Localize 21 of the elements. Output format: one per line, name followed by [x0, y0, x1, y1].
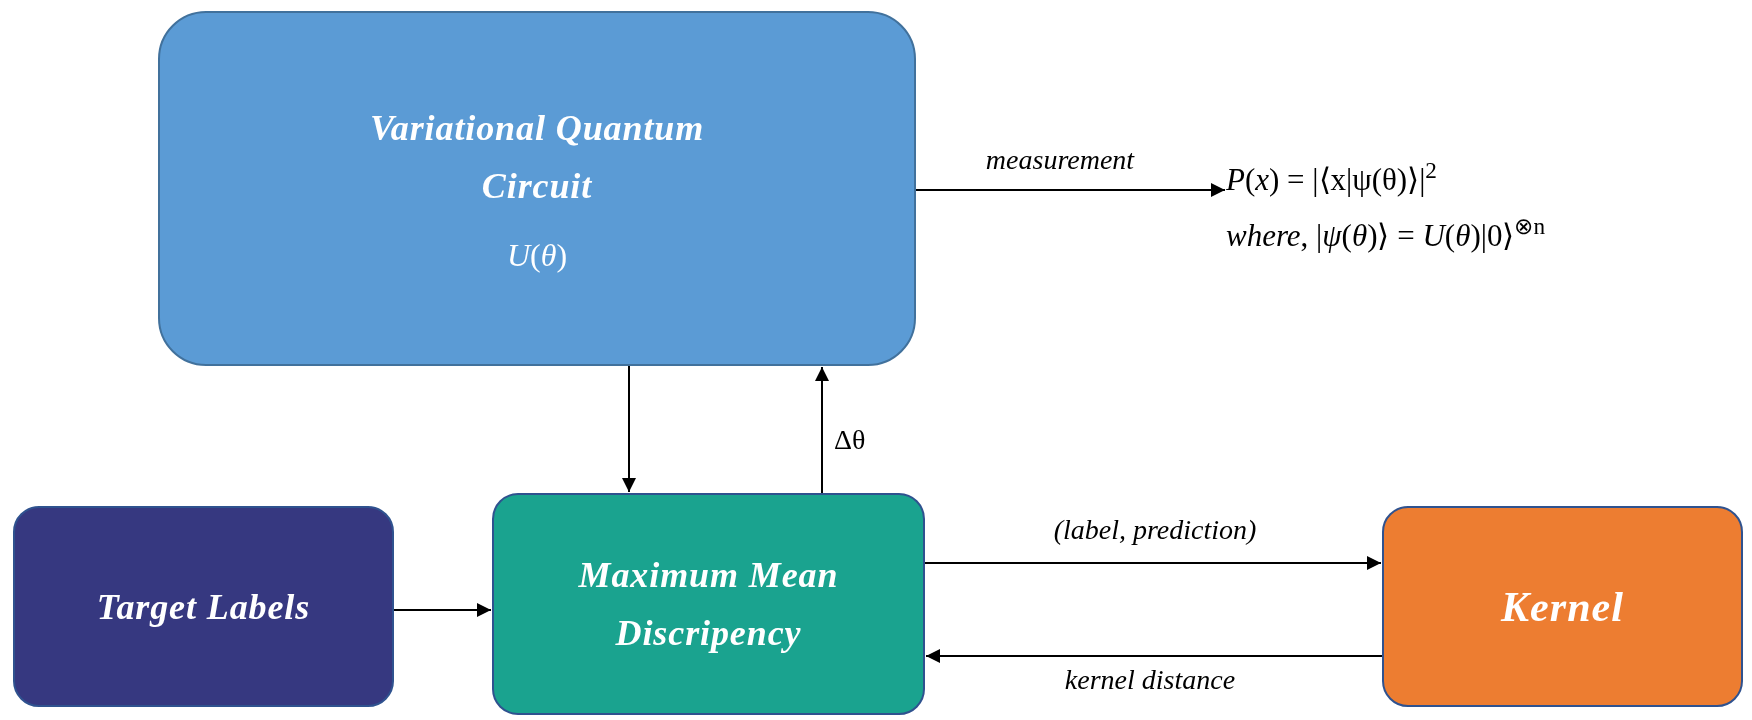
arrow — [622, 365, 636, 493]
box-subtitle: U(θ) — [506, 235, 568, 275]
process-box — [492, 493, 925, 715]
edge-label: kernel distance — [1063, 663, 1237, 697]
box-title: Maximum Mean Discripency — [577, 554, 840, 655]
process-box — [158, 11, 916, 366]
arrow — [815, 366, 829, 494]
edge-label: Δθ — [834, 423, 867, 457]
edge-label: measurement — [984, 143, 1136, 177]
formula: P(x) = |⟨x|ψ(θ)⟩|$^{2}$ — [1226, 160, 1438, 199]
box-title: Kernel — [1501, 582, 1624, 632]
arrow — [915, 183, 1226, 197]
arrow — [924, 556, 1382, 570]
box-title: Variational Quantum Circuit — [368, 106, 706, 208]
formula: where, |ψ(θ)⟩ = U(θ)|0⟩$^{⊗n}$ — [1226, 216, 1547, 255]
arrow — [393, 603, 492, 617]
process-box — [1382, 506, 1743, 707]
edge-label: (label, prediction) — [1052, 513, 1258, 547]
process-box — [13, 506, 394, 707]
arrow — [925, 649, 1383, 663]
box-title: Target Labels — [96, 585, 311, 629]
